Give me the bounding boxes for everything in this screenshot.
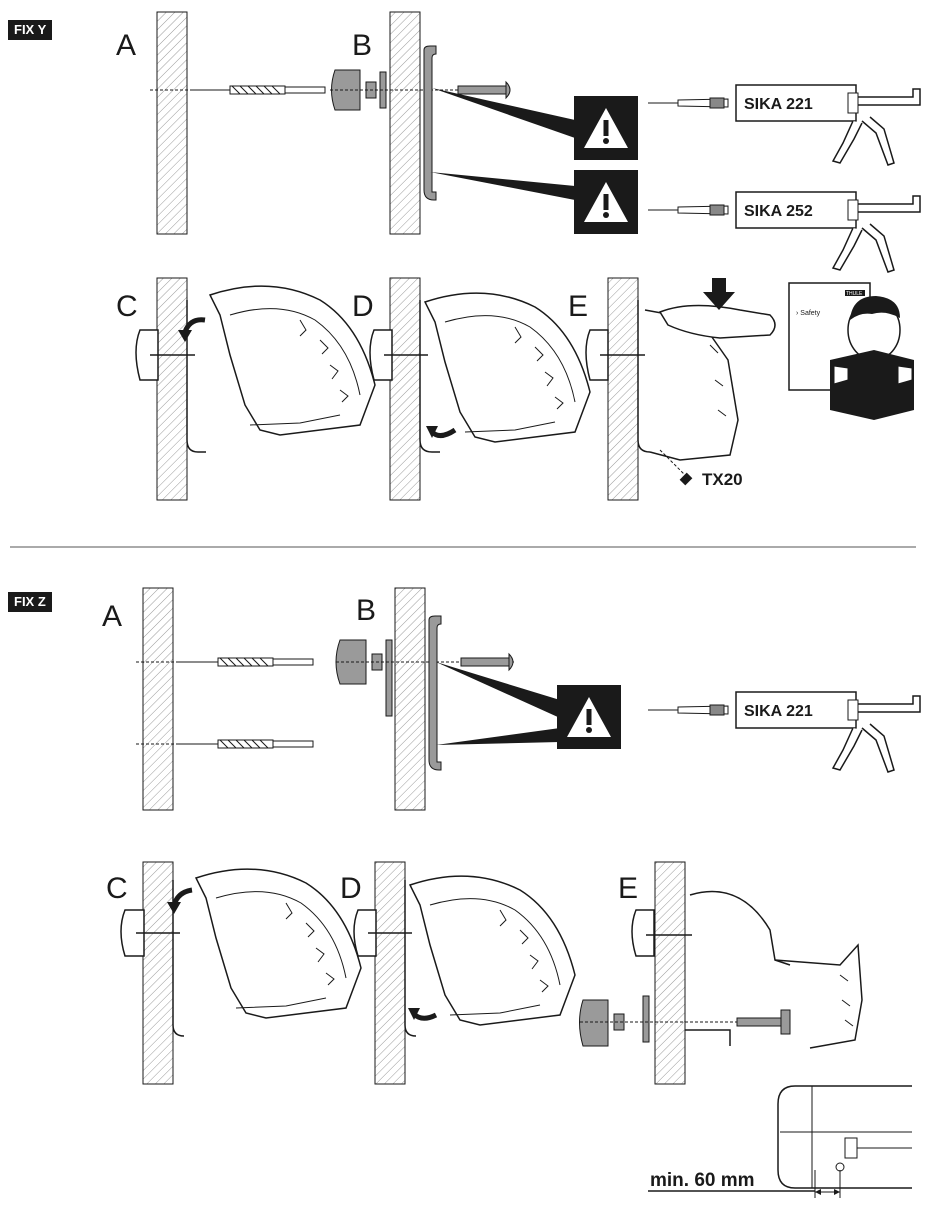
fix-z-step-label: D: [340, 872, 362, 905]
drill-bit-icon: [177, 739, 314, 749]
fix-z-step-label: E: [618, 872, 638, 905]
fix-y-section: [135, 11, 921, 501]
fix-y-step-b: [330, 11, 921, 273]
fix-z-section: [120, 587, 921, 1198]
fix-y-step-label: D: [352, 290, 374, 323]
fix-z-step-e: [579, 861, 863, 1085]
fix-y-step-label: C: [116, 290, 138, 323]
fix-y-step-label: A: [116, 29, 136, 62]
hand-icon: [658, 304, 776, 339]
sealant-label: SIKA 221: [744, 703, 813, 720]
fix-z-step-label: C: [106, 872, 128, 905]
sealant-label: SIKA 252: [744, 203, 813, 220]
manual-title: › Safety: [796, 310, 821, 317]
fix-y-step-label: B: [352, 29, 372, 62]
fix-y-step-label: E: [568, 290, 588, 323]
drill-bit-icon: [177, 657, 314, 667]
fix-z-step-label: A: [102, 600, 122, 633]
sealant-label: SIKA 221: [744, 96, 813, 113]
fix-z-step-b: [335, 587, 921, 811]
min-distance-label: min. 60 mm: [650, 1170, 755, 1191]
fix-y-step-a: [150, 11, 326, 235]
warning-icon: [574, 96, 638, 160]
warning-icon: [574, 170, 638, 234]
fix-z-step-label: B: [356, 594, 376, 627]
fix-y-step-e: [585, 277, 914, 501]
screw-type-label: TX20: [702, 470, 743, 489]
manual-brand: THULE: [846, 291, 863, 297]
min-distance-detail: [648, 1085, 912, 1198]
fix-z-badge: FIX Z: [8, 592, 52, 612]
fix-y-step-c: [135, 277, 376, 501]
reader-icon: [788, 282, 914, 420]
arrow-down-icon: [703, 278, 735, 310]
fix-y-badge: FIX Y: [8, 20, 53, 40]
fix-z-step-d: [353, 861, 576, 1085]
fix-y-step-d: [369, 277, 591, 501]
warning-icon: [557, 685, 621, 749]
fix-z-step-c: [120, 861, 362, 1085]
fix-z-step-a: [136, 587, 314, 811]
drill-bit-icon: [189, 85, 326, 95]
